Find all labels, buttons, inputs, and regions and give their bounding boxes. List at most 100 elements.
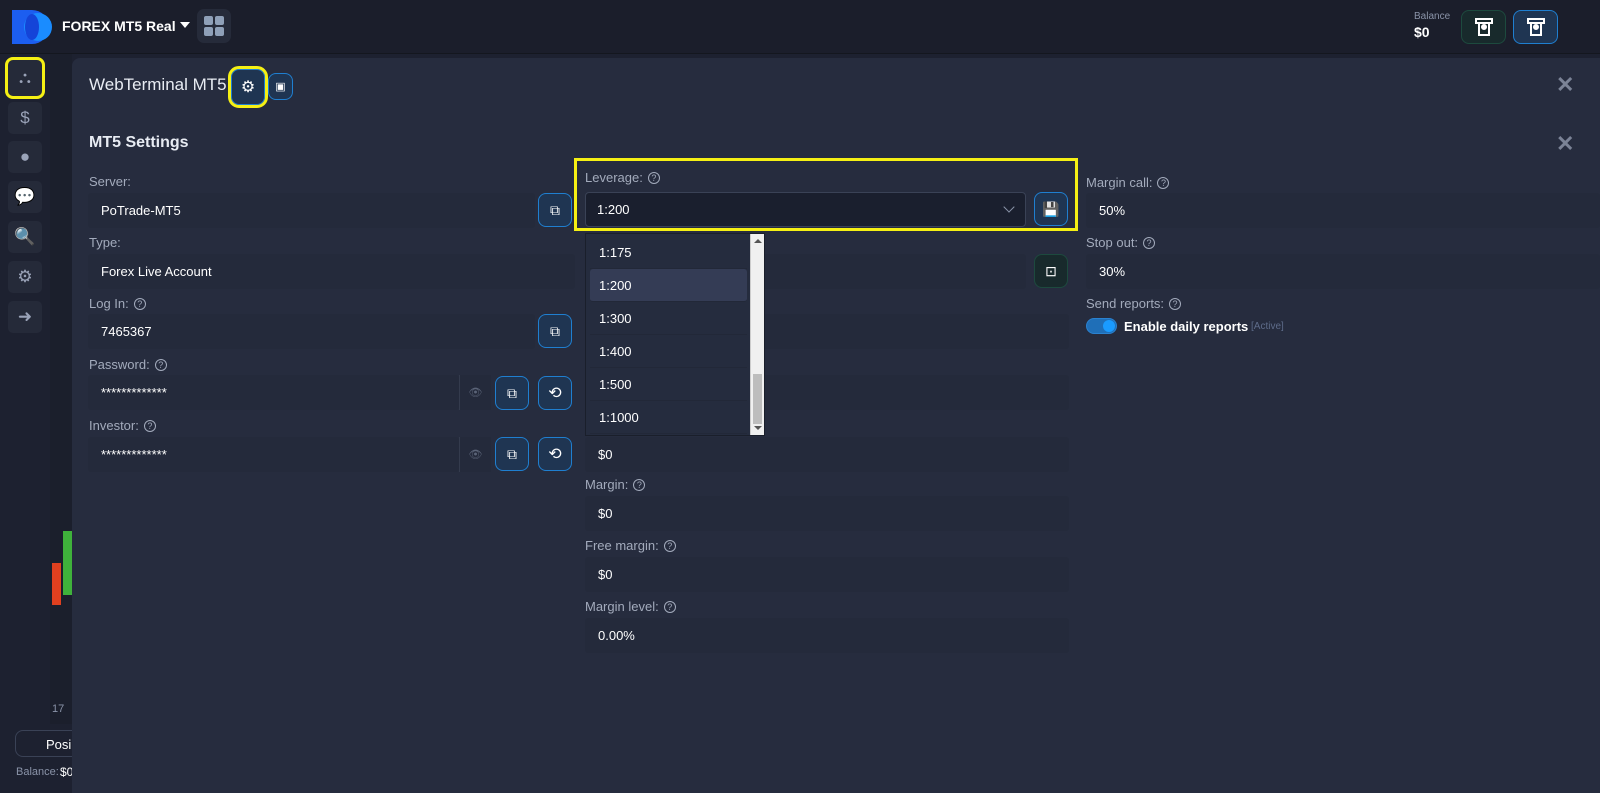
dropdown-scrollbar[interactable] — [750, 234, 764, 435]
settings-button[interactable]: ⚙ — [228, 66, 268, 108]
devices-icon: ▣ — [275, 81, 286, 93]
deposit-button[interactable] — [1461, 10, 1506, 44]
chevron-down-icon — [1003, 201, 1015, 213]
help-icon[interactable]: ? — [1143, 236, 1156, 249]
sidebar-item-logout[interactable]: ➜ — [8, 301, 42, 333]
footer-balance-label: Balance: — [16, 766, 59, 778]
help-icon[interactable]: ? — [1157, 176, 1170, 189]
leverage-option[interactable]: 1:500 — [590, 368, 747, 401]
sidebar — [0, 54, 50, 793]
leverage-option-selected[interactable]: 1:200 — [590, 269, 747, 302]
margin-call-field: 50% — [1086, 193, 1600, 228]
sidebar-item-chat[interactable]: 💬 — [8, 181, 42, 213]
daily-reports-status: [Active] — [1251, 321, 1284, 332]
axis-label: 17 — [52, 703, 65, 715]
send-reports-label: Send reports:? — [1086, 296, 1182, 311]
withdraw-button[interactable] — [1513, 10, 1558, 44]
server-field[interactable]: PoTrade-MT5 — [88, 193, 535, 228]
free-margin-label-text: Free margin: — [585, 538, 659, 553]
apps-grid-button[interactable] — [197, 9, 231, 43]
password-field[interactable]: ************* — [88, 375, 459, 410]
account-selector[interactable]: FOREX MT5 Real — [62, 18, 176, 34]
dollar-icon: $ — [20, 108, 30, 127]
stop-out-label: Stop out:? — [1086, 235, 1156, 250]
free-margin-label: Free margin:? — [585, 538, 676, 553]
investor-label: Investor:? — [89, 418, 156, 433]
leverage-option[interactable]: 1:175 — [590, 236, 747, 269]
copy-investor-button[interactable]: ⧉ — [495, 437, 529, 471]
leverage-option[interactable]: 1:400 — [590, 335, 747, 368]
help-icon[interactable]: ? — [1169, 297, 1182, 310]
section-title: MT5 Settings — [89, 134, 189, 151]
margin-level-label: Margin level:? — [585, 599, 676, 614]
chevron-down-icon[interactable] — [180, 22, 190, 28]
save-icon: 💾 — [1042, 200, 1060, 217]
candle-up — [63, 531, 72, 595]
chart-area — [50, 54, 72, 724]
scroll-up-arrow-icon[interactable] — [754, 239, 762, 243]
gear-icon: ⚙ — [17, 267, 33, 286]
middle-row-5-field: $0 — [585, 437, 1069, 472]
deposit-account-button[interactable]: ⊡ — [1034, 254, 1068, 288]
search-chart-icon: 🔍 — [14, 227, 36, 246]
login-label-text: Log In: — [89, 296, 129, 311]
close-modal-icon[interactable]: ✕ — [1556, 72, 1575, 97]
password-label: Password:? — [89, 357, 167, 372]
copy-password-button[interactable]: ⧉ — [495, 376, 529, 410]
help-icon[interactable]: ? — [663, 539, 676, 552]
sidebar-item-mt5[interactable]: ⛬ — [5, 57, 45, 99]
stop-out-field: 30% — [1086, 254, 1600, 289]
reset-icon: ⟲ — [548, 446, 562, 463]
margin-level-field: 0.00% — [585, 618, 1069, 653]
investor-field[interactable]: ************* — [88, 437, 459, 472]
user-icon: ● — [19, 147, 31, 166]
logout-icon: ➜ — [17, 307, 33, 326]
close-settings-icon[interactable]: ✕ — [1556, 131, 1575, 156]
balance-value: $0 — [1414, 24, 1430, 40]
leverage-option[interactable]: 1:300 — [590, 302, 747, 335]
sidebar-item-analytics[interactable]: 🔍 — [8, 221, 42, 253]
show-password-eye-icon[interactable]: 👁 — [459, 375, 491, 410]
copy-icon: ⧉ — [550, 322, 560, 339]
help-icon[interactable]: ? — [647, 171, 660, 184]
leverage-select[interactable]: 1:200 — [585, 192, 1026, 227]
margin-call-label-text: Margin call: — [1086, 175, 1153, 190]
scroll-down-arrow-icon[interactable] — [754, 426, 762, 430]
show-investor-eye-icon[interactable]: 👁 — [459, 437, 491, 472]
chat-icon: 💬 — [14, 187, 36, 206]
type-label: Type: — [89, 235, 121, 250]
reset-icon: ⟲ — [548, 385, 562, 402]
webterminal-modal — [72, 58, 1600, 793]
help-icon[interactable]: ? — [133, 297, 146, 310]
type-label-text: Type: — [89, 235, 121, 250]
copy-login-button[interactable]: ⧉ — [538, 314, 572, 348]
login-field[interactable]: 7465367 — [88, 314, 535, 349]
sidebar-item-finance[interactable]: $ — [8, 102, 42, 134]
sidebar-item-profile[interactable]: ● — [8, 141, 42, 173]
margin-label: Margin:? — [585, 477, 646, 492]
scrollbar-thumb[interactable] — [753, 374, 762, 424]
help-icon[interactable]: ? — [663, 600, 676, 613]
sidebar-item-settings[interactable]: ⚙ — [8, 261, 42, 293]
copy-server-button[interactable]: ⧉ — [538, 193, 572, 227]
help-icon[interactable]: ? — [143, 419, 156, 432]
margin-call-label: Margin call:? — [1086, 175, 1170, 190]
help-icon[interactable]: ? — [154, 358, 167, 371]
free-margin-field: $0 — [585, 557, 1069, 592]
reset-password-button[interactable]: ⟲ — [538, 376, 572, 410]
daily-reports-toggle[interactable] — [1086, 318, 1117, 334]
leverage-option[interactable]: 1:1000 — [590, 401, 747, 434]
reset-investor-button[interactable]: ⟲ — [538, 437, 572, 471]
server-label-text: Server: — [89, 174, 131, 189]
network-icon: ⛬ — [19, 68, 31, 87]
help-icon[interactable]: ? — [633, 478, 646, 491]
leverage-selected-value: 1:200 — [597, 202, 630, 217]
leverage-dropdown-list: 1:175 1:200 1:300 1:400 1:500 1:1000 — [585, 233, 765, 436]
type-field: Forex Live Account — [88, 254, 575, 289]
copy-icon: ⧉ — [507, 384, 517, 401]
leverage-label: Leverage:? — [585, 170, 660, 185]
save-leverage-button[interactable]: 💾 — [1034, 192, 1068, 226]
gear-icon: ⚙ — [240, 79, 256, 96]
terminal-switch-button[interactable]: ▣ — [268, 73, 293, 100]
balance-label: Balance — [1414, 11, 1451, 22]
